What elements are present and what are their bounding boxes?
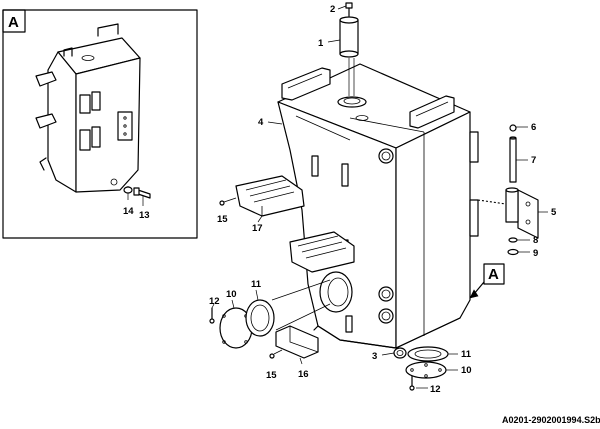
fuel-tank-4 [277, 63, 479, 349]
label-11-left: 11 [251, 279, 262, 290]
label-6: 6 [531, 122, 536, 133]
washer-9-icon [507, 248, 519, 256]
washer-14-icon [123, 186, 133, 194]
inset-tank-drawing [35, 23, 144, 206]
screw-12-left-icon [209, 307, 215, 324]
label-10-left: 10 [226, 289, 237, 300]
label-11-right: 11 [461, 349, 472, 360]
screw-15-upper-icon [219, 197, 237, 206]
drawing-reference: A0201-2902001994.S2b [502, 415, 600, 425]
screw-13-icon [133, 187, 151, 199]
filler-neck-1 [339, 16, 359, 96]
washer-8-icon [508, 237, 518, 243]
label-4: 4 [258, 117, 264, 128]
inset-callout-label: A [8, 14, 19, 31]
step-bracket-middle [289, 231, 355, 273]
washer-6-icon [509, 124, 517, 132]
main-callout-label: A [488, 266, 499, 283]
bolt-2-icon [345, 2, 353, 17]
hinge-link-dashed [477, 199, 507, 205]
main-callout-box [483, 263, 505, 285]
label-8: 8 [533, 235, 538, 246]
hinge-5 [505, 187, 539, 239]
label-14: 14 [123, 206, 134, 217]
screw-15-lower-icon [269, 349, 283, 359]
label-7: 7 [531, 155, 536, 166]
label-9: 9 [533, 248, 538, 259]
step-bracket-17 [235, 175, 305, 217]
label-12-left: 12 [209, 296, 220, 307]
bracket-16 [275, 325, 319, 359]
label-16: 16 [298, 369, 309, 380]
label-3: 3 [372, 351, 377, 362]
inset-panel: A [2, 9, 198, 239]
screw-12-right-icon [409, 375, 415, 391]
inset-callout-box [2, 9, 26, 33]
label-5: 5 [551, 207, 557, 218]
plug-3-icon [393, 347, 407, 359]
label-15-upper: 15 [217, 214, 228, 225]
label-1: 1 [318, 38, 324, 49]
gasket-11-right [407, 346, 449, 362]
pin-7-icon [509, 136, 517, 183]
label-12-right: 12 [430, 384, 441, 395]
label-13: 13 [139, 210, 150, 221]
label-10-right: 10 [461, 365, 472, 376]
gasket-11-left [245, 299, 275, 337]
label-17: 17 [252, 223, 263, 234]
label-2: 2 [330, 4, 335, 15]
label-15-lower: 15 [266, 370, 277, 381]
